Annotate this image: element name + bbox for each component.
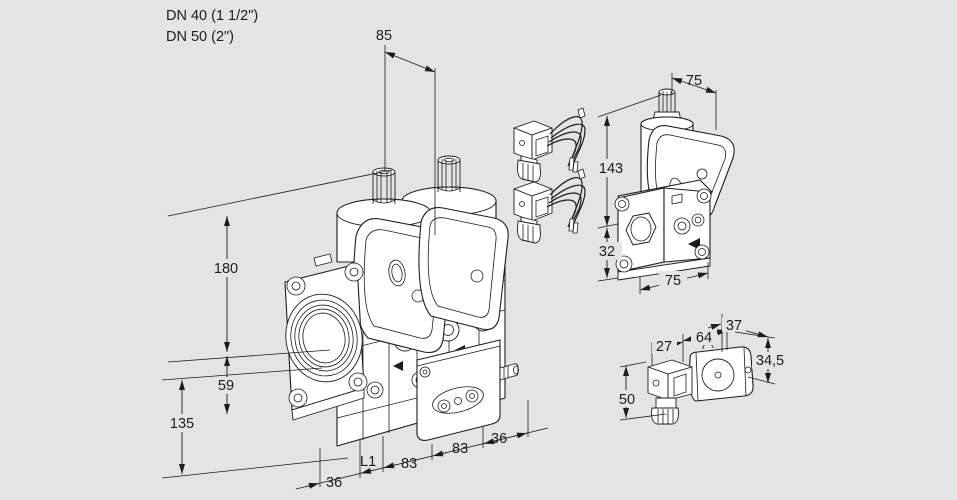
dim-50-label: 50 — [619, 392, 635, 408]
inlet-flange — [284, 253, 368, 421]
dim-bottom-chain: 36 L1 83 83 36 — [295, 400, 549, 491]
dimensions-side-view: 75 143 32 75 — [592, 73, 717, 294]
dim-85: 85 — [376, 28, 436, 235]
dim-37-label-bg — [722, 317, 746, 332]
dim-143-32: 143 32 — [592, 94, 662, 282]
dim-36-right-label: 36 — [491, 431, 507, 447]
dim-135-label: 135 — [170, 416, 194, 432]
dim-32-label-bg — [592, 242, 622, 260]
dn-size-line1: DN 40 (1 1/2") — [166, 8, 258, 24]
dim-32-label: 32 — [599, 244, 615, 260]
dim-64-label-bg — [691, 329, 717, 345]
dim-34-5: 34,5 — [734, 331, 789, 385]
accessory-drawing — [647, 343, 754, 425]
cable-plug-bottom — [513, 168, 586, 244]
side-valve-body — [614, 179, 713, 281]
dim-27-label: 27 — [656, 339, 672, 355]
cable-plug-top — [513, 107, 586, 183]
cable-gland — [651, 407, 679, 425]
dim-85-label: 85 — [376, 28, 392, 44]
accessory-body — [689, 343, 754, 402]
dim-37: 37 — [707, 314, 769, 352]
dim-75-top: 75 — [671, 73, 717, 130]
dim-143-label: 143 — [599, 161, 623, 177]
dim-59-label-bg — [211, 377, 241, 394]
main-right-cover — [418, 207, 509, 331]
dim-75-bottom-label: 75 — [665, 273, 681, 289]
dim-64: 64 — [682, 326, 728, 350]
dim-135: 135 — [159, 367, 349, 479]
dim-27-label-bg — [652, 338, 677, 354]
dim-37-label: 37 — [726, 318, 742, 334]
dim-83-first-label: 83 — [401, 456, 417, 472]
solenoid-cable-plugs — [513, 107, 586, 244]
dim-180-59: 180 59 — [167, 169, 393, 414]
flow-direction-mark — [393, 361, 403, 371]
dim-50: 50 — [611, 361, 667, 421]
bottom-accessory-box — [416, 339, 519, 441]
dim-36-left-label: 36 — [326, 475, 342, 491]
dim-75-bottom: 75 — [639, 262, 709, 294]
main-valve-drawing — [284, 155, 519, 447]
dn-size-line2: DN 50 (2") — [166, 29, 234, 45]
dim-180-label: 180 — [214, 261, 238, 277]
dim-27: 27 — [651, 334, 684, 366]
dim-L1-label: L1 — [360, 454, 376, 470]
dim-143-label-bg — [593, 159, 629, 177]
dim-50-label-bg — [611, 390, 642, 407]
dim-34-5-label: 34,5 — [756, 353, 784, 369]
dim-135-label-bg — [159, 414, 205, 432]
body-oval-port-inner — [391, 263, 403, 283]
dim-64-label: 64 — [696, 330, 712, 346]
dim-75-top-label: 75 — [686, 73, 702, 89]
dimensions-main-view: 85 180 59 135 — [159, 28, 549, 491]
dim-83-second-label: 83 — [452, 441, 468, 457]
dn-size-header: DN 40 (1 1/2") DN 50 (2") — [166, 8, 258, 45]
dim-34-5-label-bg — [752, 352, 789, 369]
dimensions-accessory-view: 27 64 37 34,5 50 — [611, 314, 789, 421]
side-valve-drawing — [614, 88, 735, 281]
dim-180-label-bg — [205, 259, 247, 277]
dim-59-label: 59 — [218, 378, 234, 394]
dim-75-bottom-label-bg — [659, 271, 687, 288]
accessory-din-plug — [647, 359, 693, 425]
side-valve-cap — [652, 88, 682, 121]
